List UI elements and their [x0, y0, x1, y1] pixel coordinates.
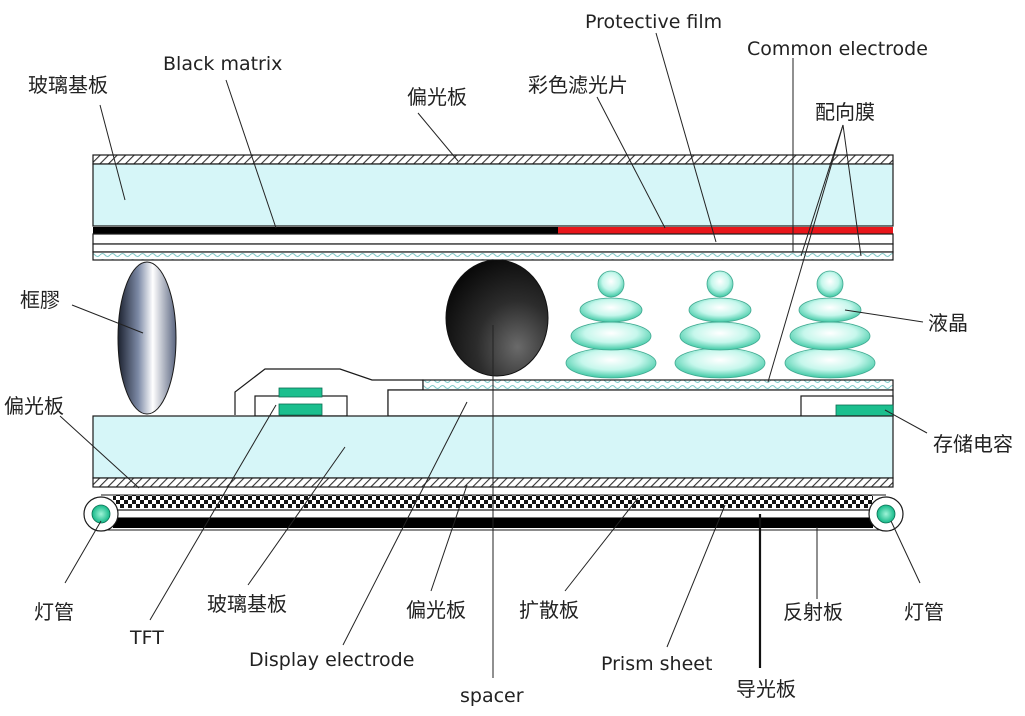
label-spacer: spacer — [460, 685, 524, 707]
label-lamp-left: 灯管 — [34, 600, 74, 624]
top-polarizer-layer — [92, 154, 894, 165]
label-protective-film: Protective film — [585, 11, 722, 33]
tft-gate-top — [278, 387, 323, 398]
labels: Protective film Common electrode Black m… — [4, 11, 1013, 707]
leader-lines — [59, 32, 928, 678]
label-alignment-film: 配向膜 — [815, 100, 875, 124]
label-liquid-crystal: 液晶 — [928, 311, 968, 335]
top-alignment-film — [92, 251, 894, 261]
common-electrode-layer — [92, 243, 894, 253]
lamp-left — [83, 496, 119, 532]
label-glass-substrate-top: 玻璃基板 — [28, 73, 108, 97]
label-polarizer-bottom: 偏光板 — [406, 598, 466, 622]
liquid-crystal-stack-2 — [674, 270, 766, 379]
label-glass-substrate-bottom: 玻璃基板 — [207, 592, 287, 616]
label-polarizer-left: 偏光板 — [4, 394, 64, 418]
label-storage-capacitor: 存储电容 — [933, 432, 1013, 456]
top-substrate — [92, 154, 894, 261]
black-matrix-layer — [93, 227, 558, 234]
label-prism-sheet: Prism sheet — [601, 653, 712, 675]
protective-film-layer — [92, 233, 894, 245]
sealant-ellipse-icon — [117, 261, 177, 415]
label-color-filter: 彩色滤光片 — [528, 73, 628, 97]
label-polarizer-top: 偏光板 — [407, 85, 467, 109]
top-glass-substrate — [92, 163, 894, 227]
label-black-matrix: Black matrix — [163, 53, 282, 75]
storage-capacitor-plate — [835, 404, 894, 417]
liquid-crystal-stack-1 — [565, 270, 657, 379]
lamp-right — [868, 496, 904, 532]
label-tft: TFT — [129, 627, 164, 649]
lc-molecule-stack-icon — [674, 270, 766, 379]
lc-molecule-stack-icon — [565, 270, 657, 379]
label-light-guide: 导光板 — [736, 677, 796, 701]
label-frame-sealant: 框膠 — [20, 288, 60, 312]
label-display-electrode: Display electrode — [249, 649, 414, 671]
label-lamp-right: 灯管 — [904, 600, 944, 624]
lc-molecule-stack-icon — [784, 270, 876, 379]
tft-gate-bottom — [278, 403, 323, 416]
color-filter-layer — [558, 227, 893, 234]
label-common-electrode: Common electrode — [747, 38, 928, 60]
label-reflector: 反射板 — [783, 600, 843, 624]
liquid-crystal-stack-3 — [784, 270, 876, 379]
label-diffuser: 扩散板 — [519, 598, 579, 622]
spacer-ball-icon — [445, 259, 549, 377]
